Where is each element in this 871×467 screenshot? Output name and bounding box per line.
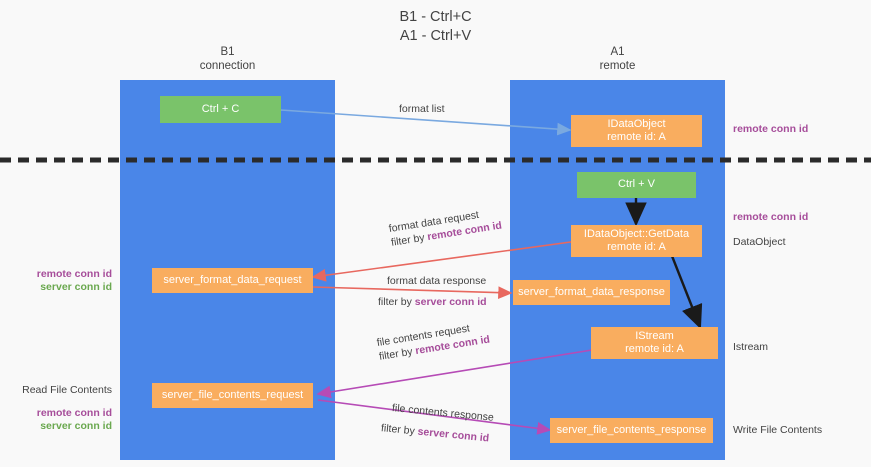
filter-key-server-conn-id: server conn id <box>414 296 487 308</box>
lane-header-a1-role: remote <box>599 59 636 72</box>
node-idataobject[interactable]: IDataObject remote id: A <box>571 115 702 147</box>
edge-label-file-contents-response-line1: file contents response <box>391 402 495 424</box>
node-server-format-data-response-label: server_format_data_response <box>518 285 665 298</box>
node-idataobject-getdata-line2: remote id: A <box>607 241 666 253</box>
node-idataobject-line2: remote id: A <box>607 131 666 143</box>
lane-header-b1-role: connection <box>199 59 256 72</box>
node-ctrl-v-label: Ctrl + V <box>618 178 655 191</box>
node-server-format-data-request[interactable]: server_format_data_request <box>152 268 313 293</box>
node-server-file-contents-request[interactable]: server_file_contents_request <box>152 383 313 408</box>
annotation-right-istream: Istream <box>733 341 769 353</box>
lane-header-b1-name: B1 <box>220 46 235 58</box>
node-server-file-contents-response[interactable]: server_file_contents_response <box>550 418 713 443</box>
filter-prefix: filter by <box>378 296 415 308</box>
lane-header-b1: B1 connection <box>120 46 335 73</box>
node-ctrl-c[interactable]: Ctrl + C <box>160 96 281 123</box>
edge-label-file-contents-response: file contents response filter by server … <box>380 401 495 446</box>
node-idataobject-getdata[interactable]: IDataObject::GetData remote id: A <box>571 225 702 257</box>
node-server-file-contents-response-label: server_file_contents_response <box>556 423 707 436</box>
title-line-2: A1 - Ctrl+V <box>399 28 472 44</box>
annotation-right-top-remote-conn-id: remote conn id <box>733 123 809 135</box>
node-idataobject-line1: IDataObject <box>607 117 666 130</box>
edge-label-format-list-text: format list <box>399 103 445 115</box>
lane-header-a1-name: A1 <box>610 46 625 58</box>
edge-label-format-data-response-line1: format data response <box>387 275 487 287</box>
node-server-file-contents-request-label: server_file_contents_request <box>161 388 304 401</box>
annotation-right-write-file-contents: Write File Contents <box>733 424 823 436</box>
annotation-right-mid-remote-conn-id: remote conn id <box>733 211 809 223</box>
edge-label-file-contents-response-filter: filter by server conn id <box>380 421 492 446</box>
annotation-left-bottom-server-conn-id: server conn id <box>40 420 112 432</box>
node-ctrl-c-label: Ctrl + C <box>201 102 240 115</box>
edge-label-format-data-response: format data response filter by server co… <box>378 274 487 309</box>
annotation-left-remote-conn-id: remote conn id <box>36 268 112 280</box>
edge-label-format-data-response-filter: filter by server conn id <box>378 295 487 309</box>
node-istream-line2: remote id: A <box>625 343 684 355</box>
edge-label-file-contents-request: file contents request filter by remote c… <box>376 319 491 364</box>
edge-label-format-list: format list <box>399 102 445 116</box>
node-istream[interactable]: IStream remote id: A <box>591 327 718 359</box>
filter-prefix: filter by <box>380 422 419 438</box>
node-ctrl-v[interactable]: Ctrl + V <box>577 172 696 198</box>
node-server-format-data-response[interactable]: server_format_data_response <box>513 280 670 305</box>
annotation-left-bottom-remote-conn-id: remote conn id <box>36 407 112 419</box>
lane-header-a1: A1 remote <box>510 46 725 73</box>
annotation-left-server-conn-id: server conn id <box>40 281 112 293</box>
title-line-1: B1 - Ctrl+C <box>399 9 472 25</box>
page-title: B1 - Ctrl+C A1 - Ctrl+V <box>0 8 871 46</box>
node-server-format-data-request-label: server_format_data_request <box>163 273 302 286</box>
annotation-left-read-file-contents: Read File Contents <box>22 384 112 396</box>
node-istream-line1: IStream <box>635 329 674 342</box>
filter-key-server-conn-id: server conn id <box>417 425 490 445</box>
edge-label-format-data-request: format data request filter by remote con… <box>388 205 503 250</box>
node-idataobject-getdata-line1: IDataObject::GetData <box>583 227 690 240</box>
annotation-right-dataobject: DataObject <box>733 236 786 248</box>
